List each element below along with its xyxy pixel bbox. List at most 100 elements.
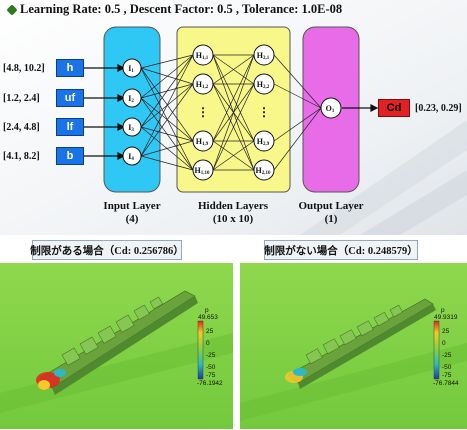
colorbar-var-1: p xyxy=(205,307,209,314)
colorbar-tick-2-25: 25 xyxy=(442,328,450,335)
input-nodes xyxy=(122,58,142,166)
edge-hidden2-output xyxy=(273,107,322,142)
sim-title-unconstrained: 制限がない場合（Cd: 0.248579） xyxy=(264,240,418,260)
input-node-3 xyxy=(122,117,142,137)
hidden-ellipsis-col2: ⋮ xyxy=(258,105,270,119)
input-layer-name: Input Layer xyxy=(103,200,161,212)
edge-input-hidden1 xyxy=(140,54,194,128)
colorbar-tick-2-m50: -50 xyxy=(442,364,452,371)
edge-input-hidden1 xyxy=(140,67,194,85)
hidden-node-1-9-label: H1,9 xyxy=(196,137,209,147)
colorbar-tick-2-0: 0 xyxy=(442,340,446,347)
sim-panel-constrained: p 49.653 25 0 -25 -50 -75 -76.1942 xyxy=(0,263,233,429)
input-layer-block xyxy=(103,26,161,193)
colorbar-tick-1-m75: -75 xyxy=(206,372,216,379)
hidden-nodes-col1 xyxy=(192,44,214,181)
edge-input-hidden1 xyxy=(140,126,194,142)
edge-hidden1-hidden2 xyxy=(212,54,255,171)
cfd-image-unconstrained xyxy=(240,263,467,429)
ship-model xyxy=(36,290,198,395)
hidden-ellipsis-col1: ⋮ xyxy=(197,105,209,119)
edge-input-hidden1 xyxy=(140,83,194,157)
input-range-h: [4.8, 10.2] xyxy=(3,63,45,74)
output-box-cd: Cd xyxy=(378,99,410,117)
input-box-uf: uf xyxy=(56,89,84,107)
colorbar-tick-1-m25: -25 xyxy=(206,352,216,359)
hidden-node-2-2 xyxy=(253,73,275,95)
edge-input-hidden1 xyxy=(140,155,194,171)
edge-hidden1-hidden2 xyxy=(212,54,255,142)
edge-input-hidden1 xyxy=(140,54,194,69)
hidden-node-1-9 xyxy=(192,130,214,152)
output-node-label: O1 xyxy=(326,104,335,114)
output-node xyxy=(320,97,342,119)
input-range-b: [4.1, 8.2] xyxy=(3,151,40,162)
ship-model xyxy=(285,298,436,389)
hidden-node-2-10 xyxy=(253,159,275,181)
input-layer-caption: Input Layer (4) xyxy=(92,200,172,226)
edge-hidden2-output xyxy=(273,107,322,171)
colorbar-tick-1-25: 25 xyxy=(206,328,214,335)
colorbar-tick-1-m50: -50 xyxy=(206,364,216,371)
output-layer-name: Output Layer xyxy=(298,200,364,212)
hidden-node-1-2 xyxy=(192,73,214,95)
colorbar-tick-2-m25: -25 xyxy=(442,352,452,359)
colorbar-tick-2-m75: -75 xyxy=(442,372,452,379)
input-arrows xyxy=(84,64,126,160)
edge-input-hidden1 xyxy=(140,54,194,157)
input-node-1 xyxy=(122,58,142,78)
colorbar-unconstrained xyxy=(433,320,440,380)
input-node-4-label: I4 xyxy=(128,152,134,162)
colorbar-min-1: -76.1942 xyxy=(197,380,223,387)
edge-input-hidden1 xyxy=(140,67,194,142)
colorbar-var-2: p xyxy=(441,307,445,314)
hidden-node-1-1 xyxy=(192,44,214,66)
hidden-node-2-2-label: H2,2 xyxy=(257,80,270,90)
colorbar-max-1: 49.653 xyxy=(198,314,218,321)
connection-lines xyxy=(140,54,322,171)
edge-hidden2-output xyxy=(273,54,322,109)
hidden-layer-name: Hidden Layers xyxy=(198,200,268,212)
network-diagram: I1 I2 I3 I4 H1,1 H1,2 H1,9 H1,10 H2,1 H2… xyxy=(84,26,379,193)
input-node-2-label: I2 xyxy=(128,94,134,104)
hidden-nodes-col2 xyxy=(253,44,275,181)
hidden-node-2-9-label: H2,9 xyxy=(257,137,270,147)
hidden-node-2-9 xyxy=(253,130,275,152)
hidden-node-1-2-label: H1,2 xyxy=(196,80,209,90)
input-node-4 xyxy=(122,146,142,166)
colorbar-tick-1-0: 0 xyxy=(206,340,210,347)
colorbar-min-2: -76.7844 xyxy=(433,380,459,387)
input-node-2 xyxy=(122,88,142,108)
hidden-node-1-1-label: H1,1 xyxy=(196,51,209,61)
input-box-b: b xyxy=(56,147,84,165)
colorbar-max-2: 49.9319 xyxy=(434,314,458,321)
output-layer-caption: Output Layer (1) xyxy=(290,200,372,226)
hidden-layer-caption: Hidden Layers (10 x 10) xyxy=(183,200,283,226)
sim-title-constrained: 制限がある場合（Cd: 0.256786） xyxy=(30,240,184,260)
input-box-lf: lf xyxy=(56,118,84,136)
hidden-node-2-10-label: H2,10 xyxy=(256,166,271,176)
input-range-lf: [2.4, 4.8] xyxy=(3,122,40,133)
input-node-3-label: I3 xyxy=(128,123,134,133)
hidden-node-2-1-label: H2,1 xyxy=(257,51,270,61)
input-box-h: h xyxy=(56,59,84,77)
edge-hidden1-hidden2 xyxy=(212,54,255,85)
edge-hidden1-hidden2 xyxy=(212,83,255,171)
output-range: [0.23, 0.29] xyxy=(415,103,462,114)
hidden-node-1-10 xyxy=(192,159,214,181)
edge-input-hidden1 xyxy=(140,54,194,99)
hidden-layer-count: (10 x 10) xyxy=(212,213,254,225)
edge-input-hidden1 xyxy=(140,67,194,171)
edge-input-hidden1 xyxy=(140,140,194,157)
edge-hidden1-hidden2 xyxy=(212,140,255,171)
input-range-uf: [1.2, 2.4] xyxy=(3,93,40,104)
input-node-1-label: I1 xyxy=(128,64,134,74)
colorbar-constrained xyxy=(197,320,204,380)
output-layer-count: (1) xyxy=(324,213,338,225)
input-layer-count: (4) xyxy=(125,213,139,225)
hidden-node-1-10-label: H1,10 xyxy=(195,166,210,176)
cfd-image-constrained xyxy=(0,263,233,429)
output-arrow xyxy=(342,104,379,112)
header-title: Learning Rate: 0.5 , Descent Factor: 0.5… xyxy=(6,2,342,17)
sim-panel-unconstrained: p 49.9319 25 0 -25 -50 -75 -76.7844 xyxy=(240,263,467,429)
